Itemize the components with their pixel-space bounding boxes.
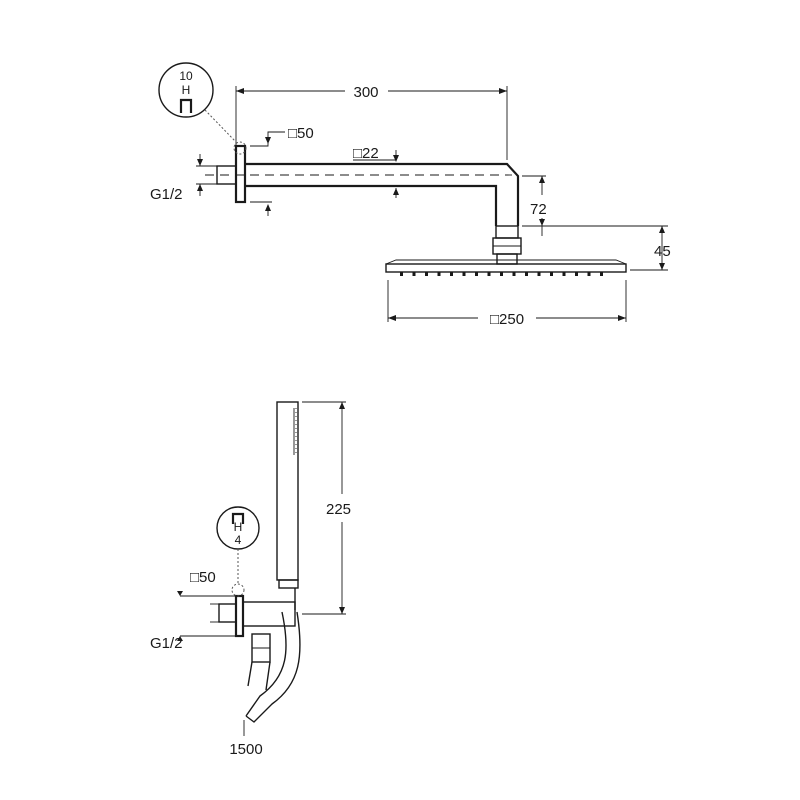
dim-thread-top: G1/2 — [150, 186, 183, 203]
dim-hose-length: 1500 — [229, 741, 262, 758]
wall-holder — [242, 601, 296, 627]
hand-shower-handle — [276, 401, 299, 581]
dim-flange-square-top: □50 — [288, 125, 314, 142]
shower-head-nozzles — [400, 272, 603, 276]
swivel-connector — [495, 225, 519, 239]
nozzle — [587, 272, 591, 276]
detail-bottom-value: 4 — [235, 533, 242, 547]
dim-head-square: □250 — [490, 311, 524, 328]
nozzle — [437, 272, 441, 276]
nozzle — [512, 272, 516, 276]
nozzle — [412, 272, 416, 276]
nozzle — [400, 272, 403, 276]
shower-arm — [245, 162, 520, 226]
dim-drop-height: 72 — [530, 201, 547, 218]
dim-arm-length: 300 — [353, 84, 378, 101]
detail-top-symbol: H — [182, 83, 191, 97]
nozzle — [487, 272, 491, 276]
nozzle — [450, 272, 453, 276]
top-dimensions: 300 □50 □22 G1/2 72 — [150, 62, 671, 328]
detail-callout-top — [158, 62, 214, 118]
handle-collar — [278, 579, 299, 589]
dim-flange-square-bottom: □50 — [190, 569, 216, 586]
nozzle — [462, 272, 466, 276]
bottom-wall-flange — [234, 594, 245, 638]
nozzle — [500, 272, 503, 276]
detail-top-value: 10 — [179, 69, 193, 83]
detail-bottom-symbol: H — [234, 520, 243, 534]
hose — [245, 611, 301, 723]
dim-arm-square: □22 — [353, 145, 379, 162]
nozzle — [425, 272, 428, 276]
hand-shower-assembly: 225 □50 G1/2 1500 H 4 — [150, 401, 351, 758]
dim-thread-bottom: G1/2 — [150, 635, 183, 652]
shower-arm-assembly — [205, 144, 627, 276]
nozzle — [475, 272, 478, 276]
nozzle — [575, 272, 578, 276]
nozzle — [600, 272, 603, 276]
dim-hand-height: 225 — [326, 501, 351, 518]
bottom-inlet-thread — [218, 603, 237, 623]
dim-head-height: 45 — [654, 243, 671, 260]
nozzle — [550, 272, 553, 276]
shower-head-plate — [385, 263, 627, 273]
nozzle — [562, 272, 566, 276]
nozzle — [525, 272, 528, 276]
nozzle — [537, 272, 541, 276]
head-base — [496, 253, 518, 265]
